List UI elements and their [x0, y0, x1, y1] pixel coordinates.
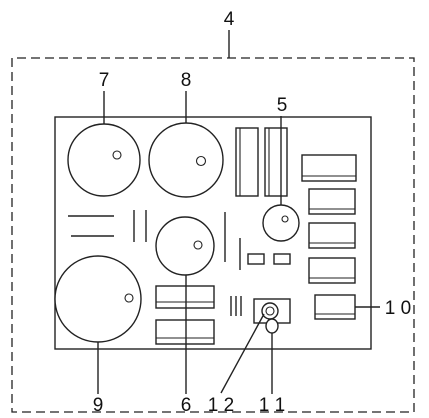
label-8: 8 — [181, 70, 192, 91]
label-6: 6 — [181, 395, 192, 416]
small-parts-middle — [224, 212, 291, 316]
tall-component-right — [264, 127, 288, 197]
tall-component-left — [235, 127, 259, 197]
rect-component-m2 — [155, 319, 215, 345]
component-11 — [265, 318, 279, 334]
label-7: 7 — [99, 70, 110, 91]
component-5 — [262, 204, 300, 242]
label-9: 9 — [93, 395, 104, 416]
rect-component-r4 — [308, 257, 356, 284]
label-11: 1 1 — [259, 395, 285, 416]
label-4: 4 — [224, 9, 235, 30]
rect-component-r3 — [308, 222, 356, 249]
label-10: 1 0 — [385, 298, 411, 319]
component-12 — [261, 302, 279, 320]
label-5: 5 — [277, 95, 288, 116]
resistors-left — [68, 210, 147, 242]
rect-component-r2 — [308, 188, 356, 215]
component-9 — [54, 255, 142, 343]
label-12: 1 2 — [208, 395, 234, 416]
component-6 — [155, 216, 215, 276]
rect-component-m1 — [155, 285, 215, 309]
enclosure-outline — [11, 57, 415, 413]
component-7 — [67, 123, 141, 197]
component-8 — [148, 122, 224, 198]
circuit-board — [54, 116, 372, 350]
rect-component-r1 — [301, 154, 357, 182]
component-10 — [314, 294, 356, 320]
leader-lines — [97, 91, 380, 394]
